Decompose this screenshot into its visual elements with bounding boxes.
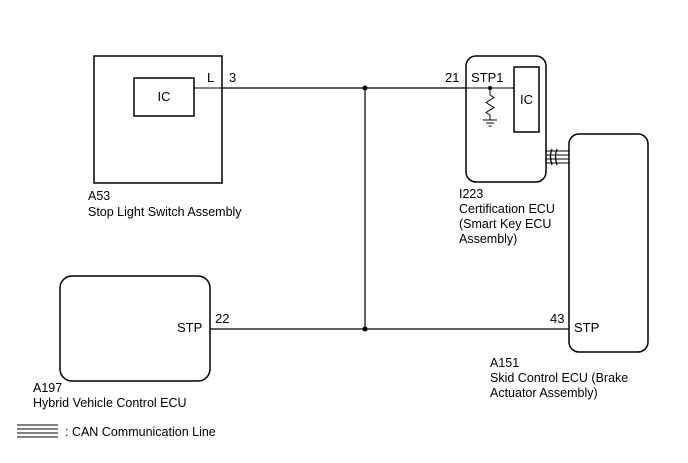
can-line-legend-label: : CAN Communication Line	[65, 425, 216, 439]
skid-control-ecu-pin: 43	[550, 311, 564, 326]
stop-signal-wiring	[210, 85, 569, 332]
ground-icon	[483, 119, 497, 127]
certification-ecu-name-line1: Certification ECU	[459, 202, 555, 216]
skid-control-ecu: STP 43 A151 Skid Control ECU (Brake Actu…	[490, 133, 649, 400]
stop-light-switch-code: A53	[88, 189, 110, 203]
legend: : CAN Communication Line	[17, 424, 216, 439]
skid-control-ecu-name-line1: Skid Control ECU (Brake	[490, 371, 628, 385]
certification-ecu-ic-box	[513, 66, 540, 133]
stop-light-switch-box	[93, 55, 223, 184]
can-line-break-icon	[549, 148, 558, 166]
certification-ecu-pin: 21	[445, 70, 459, 85]
certification-ecu-ic-label: IC	[520, 92, 533, 107]
certification-ecu: IC STP1 21 I223 Certification ECU (Smart…	[445, 55, 555, 246]
skid-control-ecu-code: A151	[490, 356, 519, 370]
stop-light-switch-ic-box	[133, 77, 195, 117]
certification-ecu-name-line2: (Smart Key ECU	[459, 217, 551, 231]
hybrid-ecu-terminal-name: STP	[177, 320, 202, 335]
hybrid-vehicle-control-ecu: STP 22 A197 Hybrid Vehicle Control ECU	[33, 275, 229, 410]
wire-junction-bottom	[362, 326, 368, 332]
certification-ecu-terminal-name: STP1	[471, 70, 504, 85]
stop-light-switch-assembly: IC L 3 A53 Stop Light Switch Assembly	[88, 55, 242, 219]
can-line-legend-icon	[17, 424, 58, 438]
hybrid-ecu-pin: 22	[215, 311, 229, 326]
skid-control-ecu-terminal-name: STP	[574, 320, 599, 335]
stop-light-switch-terminal-name: L	[207, 70, 214, 85]
resistor-icon	[485, 94, 495, 116]
skid-control-ecu-name-line2: Actuator Assembly)	[490, 386, 598, 400]
can-communication-line	[546, 148, 569, 166]
hybrid-ecu-code: A197	[33, 381, 62, 395]
wire-junction-top	[362, 85, 368, 91]
stop-light-switch-name: Stop Light Switch Assembly	[88, 205, 242, 219]
hybrid-ecu-name: Hybrid Vehicle Control ECU	[33, 396, 187, 410]
stop-light-switch-ic-label: IC	[158, 89, 171, 104]
certification-ecu-name-line3: Assembly)	[459, 232, 517, 246]
skid-control-ecu-box	[568, 133, 649, 353]
stop-light-switch-pin: 3	[229, 70, 236, 85]
certification-ecu-code: I223	[459, 187, 483, 201]
